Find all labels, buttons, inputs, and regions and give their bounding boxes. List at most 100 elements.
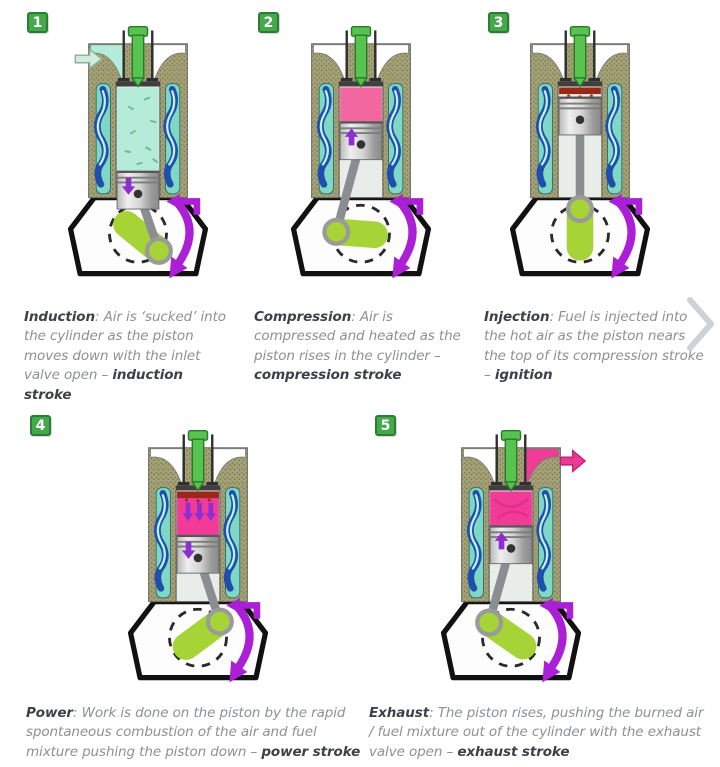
injector-icon bbox=[500, 429, 522, 492]
crank-path bbox=[481, 607, 541, 668]
valve-stems bbox=[345, 30, 377, 80]
coolant-channel bbox=[317, 83, 334, 195]
crank-path bbox=[331, 203, 391, 264]
exhaust-swirl bbox=[493, 498, 529, 520]
caption-lead-word: Compression bbox=[254, 309, 352, 325]
combustion-chamber bbox=[490, 491, 532, 526]
coolant-channel bbox=[536, 487, 554, 599]
crank-pin bbox=[205, 607, 234, 636]
engine-illustration-induction bbox=[67, 25, 209, 279]
caption-stroke-name: exhaust stroke bbox=[457, 743, 570, 760]
caption-stroke-name: compression stroke bbox=[254, 367, 402, 384]
inlet-valve-head bbox=[341, 77, 353, 82]
fuel-injection-band bbox=[559, 87, 601, 95]
crank-path bbox=[168, 607, 228, 668]
combustion-pressure-arrow bbox=[182, 502, 194, 521]
stage-panel-induction: 1 bbox=[18, 8, 240, 403]
exhaust-valve-head bbox=[146, 77, 158, 82]
caption-body-text: : Air is ‘sucked’ into the cylinder as t… bbox=[24, 309, 226, 384]
coolant-channel bbox=[163, 83, 181, 195]
exhaust-valve-head bbox=[206, 481, 218, 486]
air-fleck bbox=[129, 130, 136, 135]
piston bbox=[116, 170, 160, 210]
stage-number-badge: 5 bbox=[375, 415, 396, 436]
crank-pin bbox=[475, 608, 504, 637]
air-fleck bbox=[124, 150, 132, 154]
caption-lead-word: Power bbox=[26, 705, 73, 721]
coolant-channel bbox=[94, 83, 111, 195]
inlet-valve-head bbox=[491, 481, 503, 486]
fuel-injection-band bbox=[177, 491, 219, 499]
engine-illustration-compression bbox=[290, 25, 432, 279]
stage-caption: Induction: Air is ‘sucked’ into the cyli… bbox=[24, 308, 230, 405]
crank-pin bbox=[322, 217, 351, 246]
valve-stems bbox=[122, 30, 154, 80]
air-fleck bbox=[136, 161, 143, 166]
exhaust-valve-head bbox=[369, 77, 381, 82]
engine-figure bbox=[122, 416, 274, 702]
air-fleck bbox=[143, 96, 151, 101]
injector-icon bbox=[569, 25, 591, 88]
piston bbox=[558, 96, 602, 136]
stage-number-badge: 4 bbox=[30, 415, 51, 436]
piston bbox=[339, 121, 383, 161]
rotation-arrow bbox=[539, 597, 574, 683]
exhaust-valve-head bbox=[588, 77, 600, 82]
stage-panel-injection: 3 bbox=[478, 8, 714, 400]
crank-pin bbox=[144, 236, 173, 265]
combustion-pressure-arrow bbox=[194, 502, 205, 521]
stage-caption: Exhaust: The piston rises, pushing the b… bbox=[369, 704, 711, 762]
engine-figure bbox=[62, 12, 214, 298]
combustion-chamber bbox=[117, 87, 159, 172]
rotation-arrow bbox=[389, 193, 424, 279]
caption-body-text: : Work is done on the piston by the rapi… bbox=[26, 705, 346, 760]
rotation-arrow bbox=[608, 193, 643, 279]
stage-caption: Compression: Air is compressed and heate… bbox=[254, 308, 466, 386]
rotation-arrow bbox=[166, 193, 201, 279]
rotation-arrow bbox=[226, 597, 261, 683]
inlet-air-arrow bbox=[74, 48, 104, 70]
exhaust-valve-head bbox=[519, 481, 531, 486]
piston-motion-arrow bbox=[181, 541, 196, 559]
stage-caption: Injection: Fuel is injected into the hot… bbox=[484, 308, 706, 386]
air-fleck bbox=[152, 158, 158, 164]
stage-caption: Power: Work is done on the piston by the… bbox=[26, 704, 364, 762]
combustion-pressure-arrow bbox=[205, 502, 217, 521]
stage-number-badge: 3 bbox=[488, 12, 509, 33]
inlet-valve-head bbox=[178, 481, 190, 486]
stage-panel-compression: 2 bbox=[248, 8, 470, 400]
engine-figure bbox=[504, 12, 656, 298]
combustion-chamber bbox=[340, 87, 382, 122]
stage-number-badge: 2 bbox=[258, 12, 279, 33]
valve-stems bbox=[495, 434, 527, 484]
engine-illustration-injection bbox=[509, 25, 651, 279]
exhaust-gas-arrow bbox=[559, 449, 587, 474]
next-chevron-icon[interactable] bbox=[684, 294, 718, 354]
valve-stems bbox=[182, 434, 214, 484]
coolant-channel bbox=[605, 83, 623, 195]
caption-lead-word: Injection bbox=[484, 309, 550, 325]
caption-body-text: : Air is compressed and heated as the pi… bbox=[254, 309, 461, 364]
injector-icon bbox=[127, 25, 149, 88]
caption-stroke-name: ignition bbox=[494, 367, 553, 384]
engine-illustration-power bbox=[127, 429, 269, 683]
stage-number-badge: 1 bbox=[27, 12, 48, 33]
coolant-channel bbox=[154, 487, 171, 599]
piston bbox=[176, 534, 220, 574]
caption-body-text: : The piston rises, pushing the burned a… bbox=[369, 705, 704, 760]
coolant-channel bbox=[536, 83, 553, 195]
injector-icon bbox=[350, 25, 372, 88]
air-fleck bbox=[150, 119, 157, 124]
inlet-valve-head bbox=[560, 77, 572, 82]
air-fleck bbox=[127, 105, 134, 111]
coolant-channel bbox=[386, 83, 404, 195]
air-fleck bbox=[145, 146, 152, 151]
inlet-valve-head bbox=[118, 77, 130, 82]
caption-lead-word: Exhaust bbox=[369, 705, 430, 721]
coolant-channel bbox=[223, 487, 241, 599]
injector-icon bbox=[187, 429, 209, 492]
caption-body-text: : Fuel is injected into the hot air as t… bbox=[484, 309, 704, 384]
engine-figure bbox=[285, 12, 437, 298]
stage-panel-exhaust: 5 bbox=[365, 408, 715, 764]
